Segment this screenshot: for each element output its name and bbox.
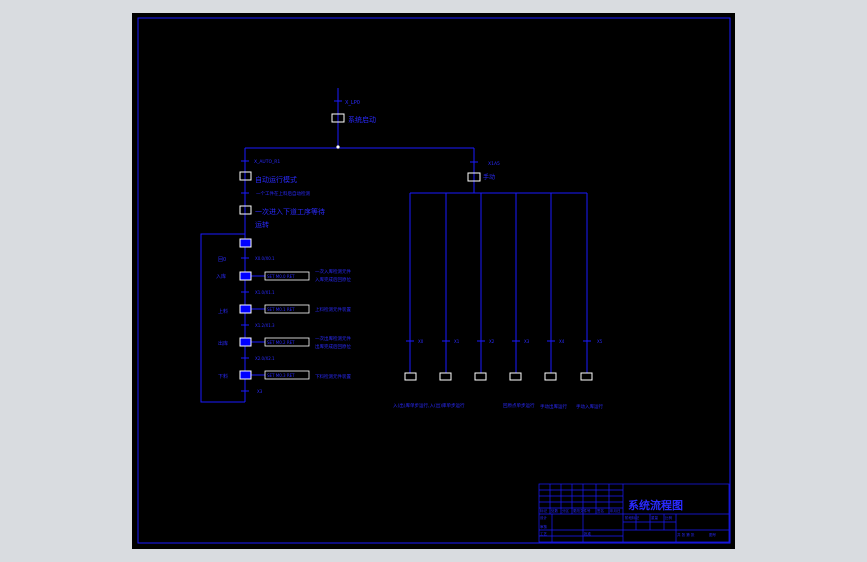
side-label: 出库 — [218, 340, 228, 347]
branch-bottom-label: 入(出)库单步运行,入(出)库单步运行 — [393, 402, 465, 409]
branch-transition-label: X1 — [454, 339, 460, 344]
branch-transition-label: X2 — [489, 339, 495, 344]
auto-step-label: 自动运行模式 — [255, 175, 297, 184]
person-label: 工艺 — [540, 531, 548, 536]
action-label: SET M0.3 RET — [267, 373, 295, 378]
side-label: 下料 — [218, 373, 228, 380]
note-label: 出库完成后回原位 — [315, 343, 351, 350]
person-label: 批准 — [584, 531, 592, 536]
title-row-label: 签名 — [597, 508, 604, 513]
note-label: 入库完成后回原位 — [315, 276, 351, 283]
title-row-label: 处数 — [551, 508, 559, 513]
init-step-label: 系统启动 — [348, 115, 376, 124]
branch-transition-label: X3 — [524, 339, 530, 344]
stage-label: 比例 — [665, 515, 673, 520]
cycle-transition-label: X1.2/X1.3 — [255, 323, 275, 328]
wait-step-box — [239, 205, 252, 215]
branch-bottom-label: 回原点单步运行 — [503, 402, 535, 409]
title-row-label: 标记 — [540, 508, 548, 513]
action-box — [264, 271, 310, 281]
cycle-transition-label: X2.0/X2.1 — [255, 356, 275, 361]
drawing-code: 图号 — [709, 532, 717, 537]
paper-background — [132, 13, 735, 549]
drawing-title: 系统流程图 — [628, 498, 683, 512]
stage-label: 阶段标记 — [625, 515, 639, 520]
branch-transition-label: X5 — [597, 339, 603, 344]
auto-transition-label: X_AUTO_R1 — [254, 159, 280, 165]
flow-lines — [200, 88, 591, 403]
load-step-box — [239, 304, 252, 314]
wait-step-label: 一次进入下道工序等待 — [255, 207, 325, 216]
title-row-label: 年月日 — [610, 508, 621, 513]
note-label: 一次入库检测元件 — [315, 268, 351, 275]
person-label: 设计 — [540, 515, 548, 520]
branch-step-box — [439, 372, 452, 381]
branch-step-box — [544, 372, 557, 381]
auto-note-label: 一个工件在上料后自动检测 — [256, 190, 310, 197]
branch-bottom-label: 手动入库运行 — [576, 403, 603, 410]
note-label: 下料检测元件装置 — [315, 373, 351, 380]
cycle-transition-label: X1.0/X1.1 — [255, 290, 275, 295]
note-label: 一次出库检测元件 — [315, 335, 351, 342]
action-label: SET M0.1 RET — [267, 307, 295, 312]
branch-step-box — [509, 372, 522, 381]
action-box — [264, 337, 310, 347]
wait-step-sub: 运转 — [255, 220, 269, 229]
side-label: 回0 — [218, 257, 226, 263]
unload-step-box — [239, 370, 252, 380]
sheet-info: 共 张 第 张 — [677, 532, 695, 537]
outbound-step-box — [239, 337, 252, 347]
inbound-step-box — [239, 271, 252, 281]
branch-transition-label: X0 — [418, 339, 424, 344]
title-row-label: 更改文件号 — [573, 508, 591, 513]
action-label: SET M0.2 RET — [267, 340, 295, 345]
home-step-box — [239, 238, 252, 248]
start-transition-label: X_LP0 — [345, 100, 360, 106]
manual-step-label: 手动 — [483, 173, 495, 181]
title-row-label: 分区 — [562, 508, 570, 513]
action-box — [264, 304, 310, 314]
action-box — [264, 370, 310, 380]
auto-step-box — [239, 171, 252, 181]
init-step-box — [331, 113, 345, 123]
branch-bottom-label: 手动出库运行 — [540, 403, 567, 410]
cycle-end-label: X3 — [257, 389, 263, 394]
branch-transition-label: X4 — [559, 339, 565, 344]
action-label: SET M0.0 RET — [267, 274, 295, 279]
manual-transition-label: X1A5 — [488, 161, 500, 167]
branch-step-box — [580, 372, 593, 381]
drawing-frame — [137, 17, 731, 544]
cycle-transition-label: X0.0/X0.1 — [255, 256, 275, 261]
stage-label: 重量 — [651, 515, 659, 520]
junction-node — [336, 145, 340, 149]
branch-step-box — [404, 372, 417, 381]
branch-step-box — [474, 372, 487, 381]
title-block — [538, 483, 730, 543]
person-label: 审核 — [540, 524, 548, 529]
side-label: 入库 — [216, 273, 226, 280]
side-label: 上料 — [218, 308, 228, 315]
note-label: 上料检测元件装置 — [315, 306, 351, 313]
manual-step-box — [467, 172, 481, 182]
